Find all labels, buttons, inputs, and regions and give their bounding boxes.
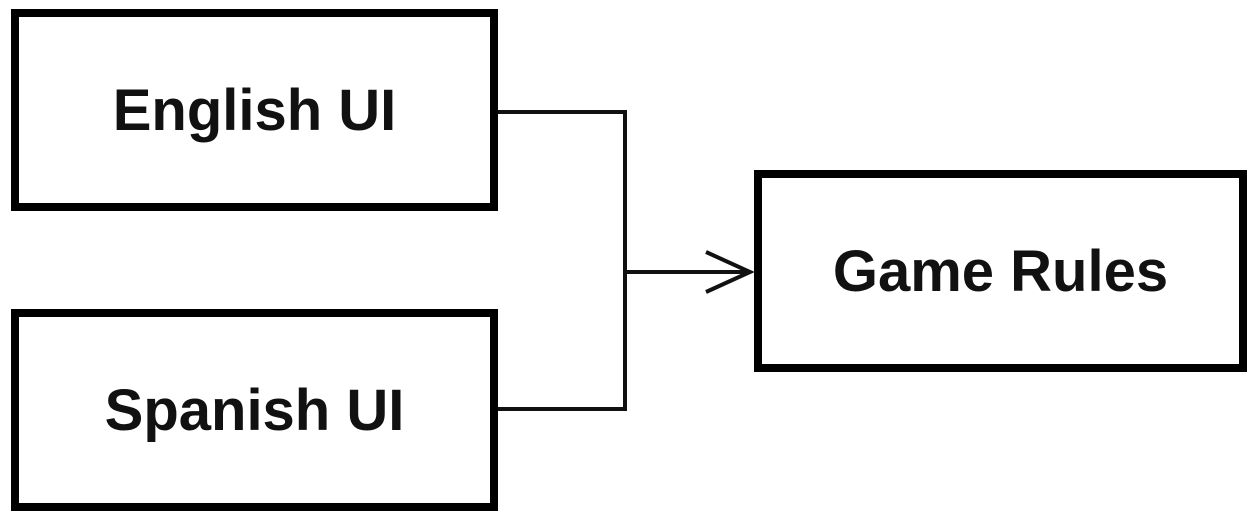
node-game-rules: Game Rules [754, 170, 1247, 372]
edge-english-to-rules [498, 110, 627, 272]
node-label-english-ui: English UI [112, 77, 397, 143]
edge-spanish-to-rules [498, 272, 627, 411]
node-english-ui: English UI [11, 9, 498, 211]
node-spanish-ui: Spanish UI [11, 309, 498, 511]
node-label-game-rules: Game Rules [832, 238, 1169, 304]
arrowhead-icon [705, 250, 755, 294]
node-label-spanish-ui: Spanish UI [104, 377, 405, 443]
